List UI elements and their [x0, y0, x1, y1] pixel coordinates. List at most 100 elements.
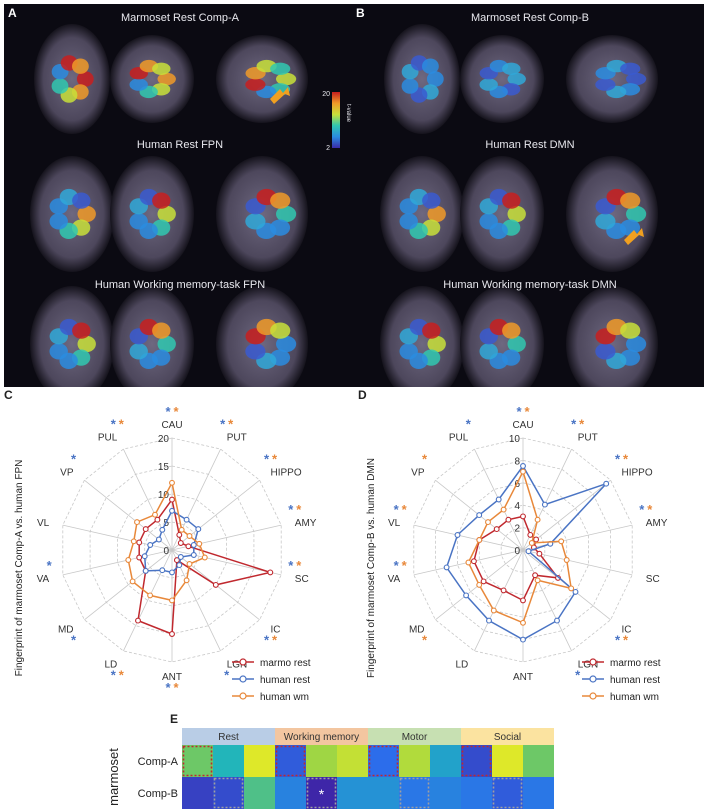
heatmap-group-label: Motor: [402, 732, 428, 743]
brain-slice: [566, 286, 658, 402]
brain-slice: [384, 24, 460, 134]
title-human-wm-dmn: Human Working memory-task DMN: [443, 279, 617, 291]
legend-marker: [239, 675, 247, 683]
radar-point: [490, 607, 497, 614]
radar-point: [177, 540, 184, 546]
radar-point: [485, 519, 491, 526]
radar-spoke: [522, 549, 572, 652]
brain-slice: [34, 24, 110, 134]
radar-point: [186, 533, 193, 539]
legend-label: marmo rest: [610, 658, 661, 669]
activation-blob: [276, 205, 297, 223]
heatmap-cell: [275, 745, 306, 777]
radar-d-ylabel: Fingerprint of marmoset Comp-B vs. human…: [366, 458, 377, 678]
radar-point: [495, 496, 502, 503]
radar-axis-label: MD: [58, 625, 74, 636]
radar-point: [568, 585, 575, 592]
significance-star: *: [394, 558, 400, 573]
radar-point: [186, 561, 193, 567]
radar-axis-label: SC: [295, 574, 309, 585]
radar-spoke: [474, 549, 524, 652]
activation-blob: [595, 213, 616, 230]
activation-blob: [157, 335, 176, 353]
heatmap-cell: [275, 777, 306, 809]
significance-star: *: [524, 404, 530, 419]
radar-point: [185, 543, 192, 550]
activation-blob: [620, 192, 641, 209]
significance-star: *: [228, 417, 234, 432]
activation-blob: [401, 78, 419, 94]
panel-letter-d: D: [358, 388, 367, 402]
radar-point: [476, 512, 483, 519]
radar-point: [520, 619, 526, 626]
significance-star: *: [296, 558, 302, 573]
activation-blob: [595, 343, 616, 360]
radar-point: [476, 581, 483, 588]
significance-star: *: [264, 451, 270, 466]
radar-point: [154, 516, 161, 523]
brain-slice: [216, 156, 308, 272]
heatmap-group-label: Rest: [218, 732, 239, 743]
radar-point: [134, 519, 140, 526]
colorbar-min: 2: [326, 145, 330, 152]
activation-blob: [399, 213, 418, 230]
title-human-wm-fpn: Human Working memory-task FPN: [94, 279, 266, 291]
activation-blob: [507, 72, 526, 86]
radar-point: [176, 531, 183, 538]
radar-grid-ring: [500, 527, 546, 573]
radar-point: [520, 636, 526, 643]
legend-marker: [239, 658, 247, 666]
radar-axis-label: HIPPO: [622, 467, 653, 478]
heatmap-highlight: [182, 745, 213, 777]
activation-blob: [49, 213, 68, 230]
activation-blob: [152, 192, 171, 209]
colorbar-label: t-value: [345, 104, 351, 123]
legend-marker: [589, 658, 597, 666]
activation-blob: [626, 205, 647, 223]
colorbar-max: 20: [322, 91, 330, 98]
heatmap-cell: [213, 777, 244, 809]
radar-tick-label: 20: [158, 434, 170, 445]
radar-spoke: [123, 448, 173, 551]
heatmap-cell: [430, 745, 461, 777]
significance-star: *: [296, 502, 302, 517]
radar-axis-label: AMY: [295, 518, 317, 529]
heatmap-group-header: [368, 728, 461, 745]
panel-letter-b: B: [356, 6, 365, 20]
radar-axis-label: ANT: [162, 672, 182, 683]
radar-point: [130, 538, 137, 545]
heatmap-cell: [368, 745, 399, 777]
radar-spoke: [62, 549, 173, 576]
legend-marker: [589, 675, 597, 683]
significance-star: *: [220, 417, 226, 432]
radar-point: [486, 617, 492, 624]
activation-blob: [152, 62, 171, 75]
arrow-icon: [624, 228, 644, 245]
legend-label: human wm: [610, 692, 659, 703]
radar-point: [532, 572, 539, 579]
radar-axis-label: IC: [271, 625, 281, 636]
significance-star: *: [224, 668, 230, 683]
activation-blob: [76, 71, 94, 87]
activation-blob: [77, 205, 96, 223]
heatmap-group-label: Working memory: [284, 732, 359, 743]
heatmap-cell: [492, 745, 523, 777]
significance-star: *: [111, 668, 117, 683]
radar-tick-label: 15: [158, 462, 170, 473]
heatmap-cell: [182, 745, 213, 777]
activation-blob: [276, 72, 297, 86]
activation-blob: [427, 335, 446, 353]
radar-spoke: [84, 549, 173, 621]
radar-point: [470, 558, 477, 565]
radar-axis-label: PUL: [449, 433, 469, 444]
activation-blob: [49, 343, 68, 360]
radar-axis-label: VP: [411, 467, 425, 478]
legend-label: marmo rest: [260, 658, 311, 669]
radar-axis-label: VL: [388, 518, 401, 529]
brain-slice: [566, 156, 658, 272]
radar-point: [190, 542, 197, 548]
significance-star: *: [402, 502, 408, 517]
radar-point: [533, 536, 540, 543]
brain-slice: [460, 156, 544, 272]
